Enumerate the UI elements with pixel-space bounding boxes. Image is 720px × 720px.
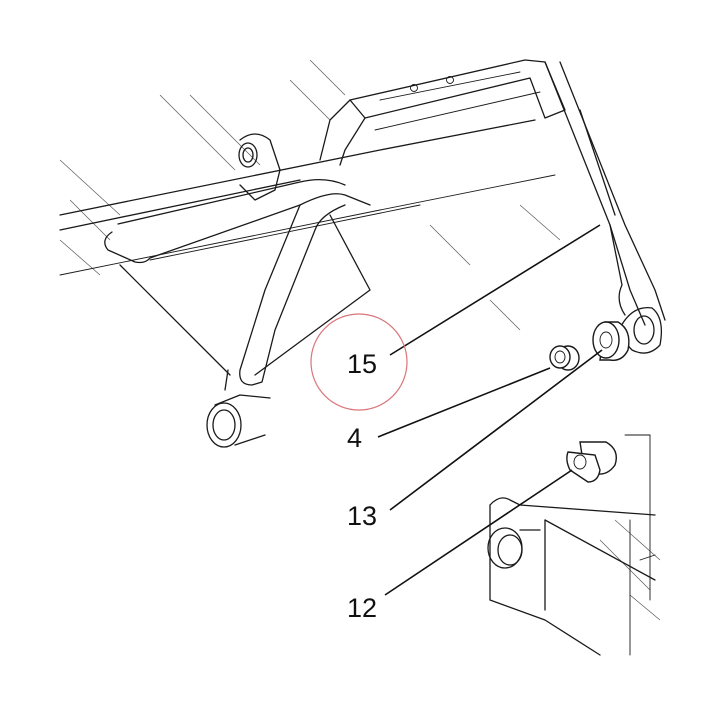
callout-13: 13	[347, 501, 377, 531]
background-hatching	[59, 59, 661, 621]
bushing-part-4	[549, 345, 580, 371]
callout-4: 4	[347, 423, 362, 453]
highlight-ring-15	[310, 313, 408, 411]
leader-13	[389, 349, 603, 511]
spacer-part-13	[592, 321, 630, 361]
swingarm-frame	[59, 59, 666, 656]
callout-12: 12	[347, 593, 377, 623]
leader-lines	[377, 224, 603, 596]
leader-4	[377, 367, 551, 438]
leader-15	[389, 224, 601, 356]
flanged-bushing-part-12	[566, 441, 618, 483]
leader-12	[384, 469, 573, 596]
callout-15: 15	[347, 349, 377, 379]
